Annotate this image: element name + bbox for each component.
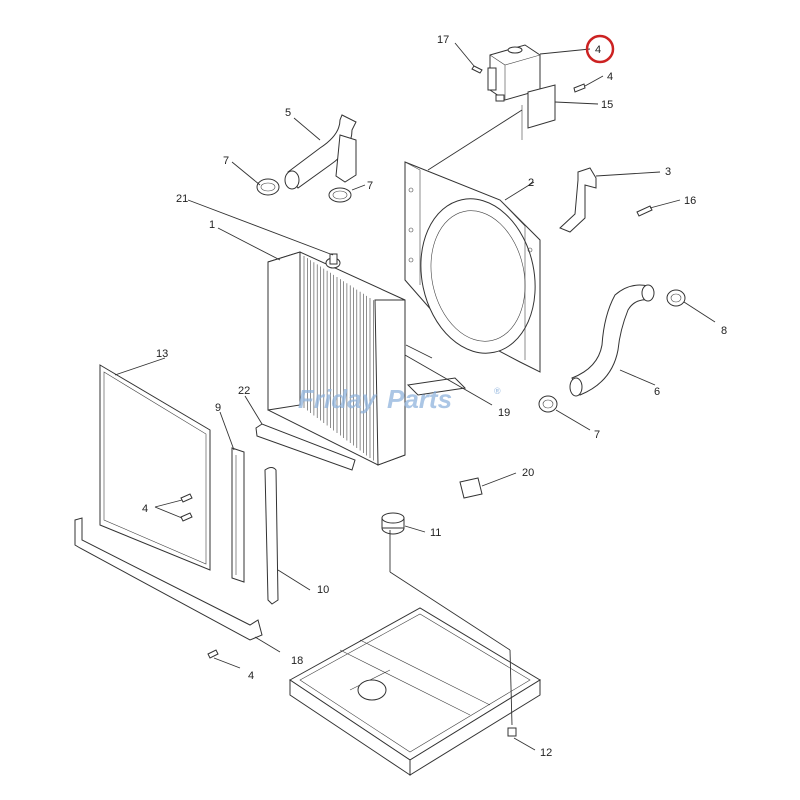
bolt-17 bbox=[471, 65, 483, 74]
callout-3: 3 bbox=[665, 166, 671, 178]
watermark-reg: ® bbox=[494, 386, 501, 396]
bracket-3 bbox=[559, 167, 597, 233]
callout-7-right: 7 bbox=[594, 429, 600, 441]
base-frame bbox=[289, 607, 541, 776]
bolt-16 bbox=[636, 205, 653, 217]
callout-2: 2 bbox=[528, 177, 534, 189]
nut-12 bbox=[507, 727, 517, 737]
bolt-4-bottom bbox=[207, 649, 219, 659]
callout-4-bottom: 4 bbox=[248, 670, 254, 682]
screen-net bbox=[99, 364, 211, 571]
callout-16: 16 bbox=[684, 195, 696, 207]
callout-6: 6 bbox=[654, 386, 660, 398]
hose-clamp-upper-right bbox=[328, 187, 352, 203]
hose-clamp-lower-right bbox=[666, 289, 686, 307]
callout-11: 11 bbox=[430, 527, 441, 539]
grille bbox=[231, 447, 245, 583]
callout-22: 22 bbox=[238, 385, 250, 397]
watermark-text-a: Friday bbox=[298, 384, 378, 414]
rubber-strip bbox=[264, 467, 279, 605]
watermark-text-b: Parts bbox=[387, 384, 452, 414]
seal-19 bbox=[406, 377, 467, 396]
callout-20: 20 bbox=[522, 467, 534, 479]
support-rod bbox=[74, 517, 263, 641]
bolts-4-grille bbox=[180, 493, 193, 522]
callout-1: 1 bbox=[209, 219, 215, 231]
leader-lines bbox=[114, 42, 716, 751]
callout-5: 5 bbox=[285, 107, 291, 119]
fan-shroud bbox=[404, 161, 541, 373]
highlight-ring bbox=[585, 34, 615, 64]
callout-8: 8 bbox=[721, 325, 727, 337]
callout-7-left: 7 bbox=[223, 155, 229, 167]
bolt-4-top bbox=[573, 83, 586, 93]
callout-17: 17 bbox=[437, 34, 449, 46]
reservoir-bracket bbox=[521, 84, 556, 140]
callout-21: 21 bbox=[176, 193, 188, 205]
callout-4-right: 4 bbox=[607, 71, 613, 83]
callout-18: 18 bbox=[291, 655, 303, 667]
seal-22 bbox=[255, 423, 356, 471]
hose-clamp-upper-left bbox=[256, 178, 280, 196]
callout-19: 19 bbox=[498, 407, 510, 419]
callout-15: 15 bbox=[601, 99, 613, 111]
callout-10: 10 bbox=[317, 584, 329, 596]
radiator-core bbox=[267, 251, 406, 466]
callout-7-mid: 7 bbox=[367, 180, 373, 192]
callout-9: 9 bbox=[215, 402, 221, 414]
callout-labels: 17 4 4 15 5 7 7 3 2 16 21 1 8 13 6 22 9 … bbox=[142, 34, 727, 759]
callout-12: 12 bbox=[540, 747, 552, 759]
callout-4-grille: 4 bbox=[142, 503, 148, 515]
watermark-logo: Friday Parts ® bbox=[298, 384, 501, 414]
callout-13: 13 bbox=[156, 348, 168, 360]
upper-hose bbox=[284, 114, 357, 190]
lower-hose bbox=[569, 284, 655, 397]
pad-20 bbox=[459, 477, 483, 499]
callout-4-top: 4 bbox=[595, 44, 601, 56]
hose-clamp-lower-left bbox=[538, 395, 558, 413]
mount-cushion bbox=[381, 512, 405, 535]
